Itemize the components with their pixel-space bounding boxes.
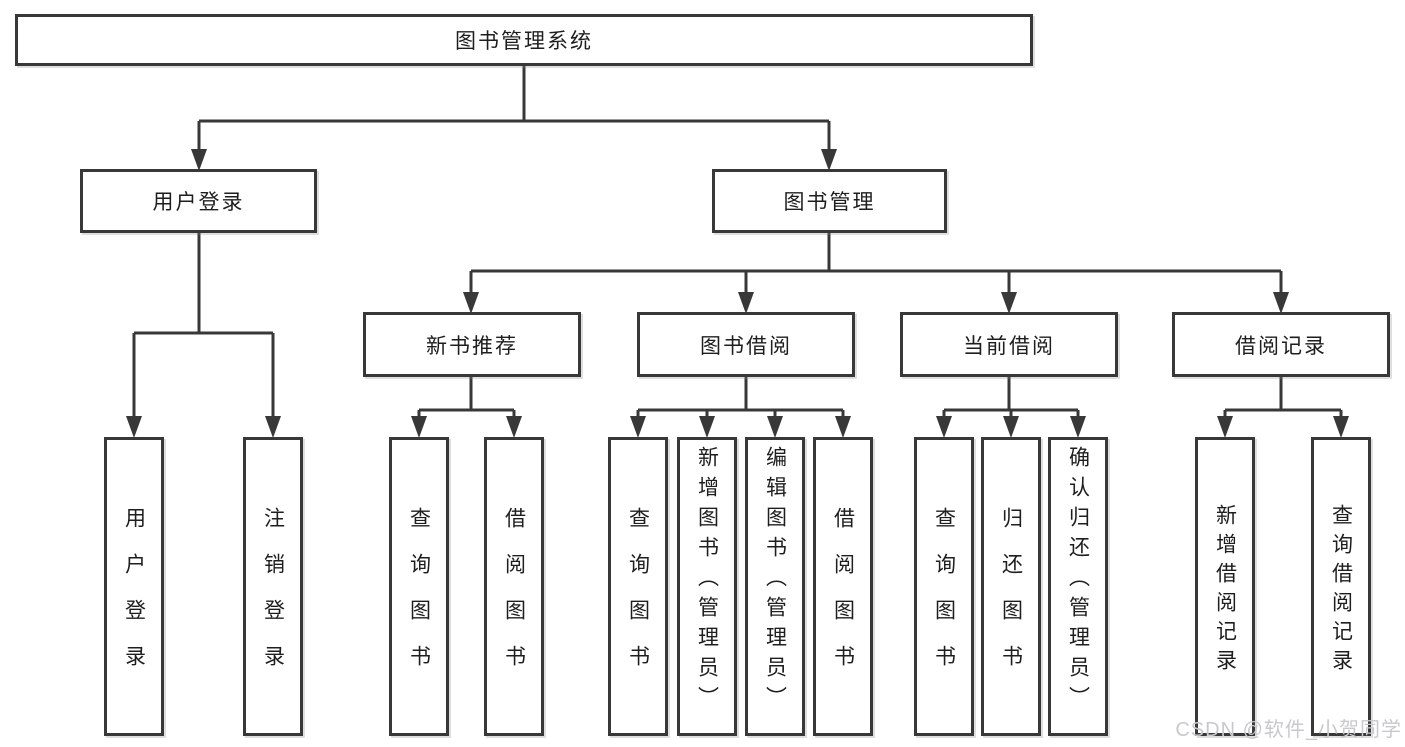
leaf-add-borrow-record-label: 新增借阅记录 bbox=[1213, 503, 1237, 678]
leaf-add-book-admin-label: 新增图书（管理员） bbox=[695, 446, 719, 716]
node-new-book-recommend: 新书推荐 bbox=[363, 312, 581, 377]
leaf-logout-label: 注销登录 bbox=[261, 507, 285, 691]
leaf-borrow-books: 借阅图书 bbox=[813, 437, 873, 736]
node-user-login-label: 用户登录 bbox=[152, 191, 245, 214]
node-root-label: 图书管理系统 bbox=[455, 30, 593, 53]
arrowheads bbox=[126, 149, 1349, 438]
node-book-management: 图书管理 bbox=[712, 169, 947, 233]
leaf-borrow-books-label: 借阅图书 bbox=[831, 507, 855, 691]
leaf-confirm-return-admin: 确认归还（管理员） bbox=[1048, 437, 1108, 736]
leaf-logout: 注销登录 bbox=[243, 437, 303, 736]
leaf-borrow-books-recommend: 借阅图书 bbox=[484, 437, 544, 736]
node-user-login: 用户登录 bbox=[80, 169, 317, 233]
node-current-borrow: 当前借阅 bbox=[900, 312, 1118, 377]
node-borrow-records: 借阅记录 bbox=[1172, 312, 1390, 377]
leaf-query-books-current-label: 查询图书 bbox=[932, 507, 956, 691]
leaf-borrow-books-recommend-label: 借阅图书 bbox=[502, 507, 526, 691]
leaf-user-login-label: 用户登录 bbox=[122, 507, 146, 691]
leaf-query-books-borrow: 查询图书 bbox=[608, 437, 668, 736]
leaf-confirm-return-admin-label: 确认归还（管理员） bbox=[1066, 446, 1090, 716]
leaf-edit-book-admin: 编辑图书（管理员） bbox=[745, 437, 805, 736]
leaf-user-login: 用户登录 bbox=[104, 437, 164, 736]
leaf-query-books-current: 查询图书 bbox=[914, 437, 974, 736]
leaf-add-borrow-record: 新增借阅记录 bbox=[1195, 437, 1255, 736]
node-current-borrow-label: 当前借阅 bbox=[963, 334, 1055, 358]
node-new-book-recommend-label: 新书推荐 bbox=[426, 334, 518, 358]
csdn-watermark: CSDN @软件_小贺同学 bbox=[1175, 719, 1402, 741]
leaf-query-books-recommend: 查询图书 bbox=[389, 437, 449, 736]
node-root: 图书管理系统 bbox=[15, 14, 1033, 66]
leaf-query-books-recommend-label: 查询图书 bbox=[407, 507, 431, 691]
node-book-borrow-label: 图书借阅 bbox=[700, 334, 792, 358]
leaf-return-book-label: 归还图书 bbox=[999, 507, 1023, 691]
node-borrow-records-label: 借阅记录 bbox=[1235, 334, 1327, 358]
leaf-query-books-borrow-label: 查询图书 bbox=[626, 507, 650, 691]
leaf-edit-book-admin-label: 编辑图书（管理员） bbox=[763, 446, 787, 716]
node-book-management-label: 图书管理 bbox=[783, 191, 876, 214]
leaf-query-borrow-record: 查询借阅记录 bbox=[1311, 437, 1371, 736]
leaf-query-borrow-record-label: 查询借阅记录 bbox=[1329, 503, 1353, 678]
node-book-borrow: 图书借阅 bbox=[637, 312, 855, 377]
leaf-return-book: 归还图书 bbox=[981, 437, 1041, 736]
leaf-add-book-admin: 新增图书（管理员） bbox=[677, 437, 737, 736]
